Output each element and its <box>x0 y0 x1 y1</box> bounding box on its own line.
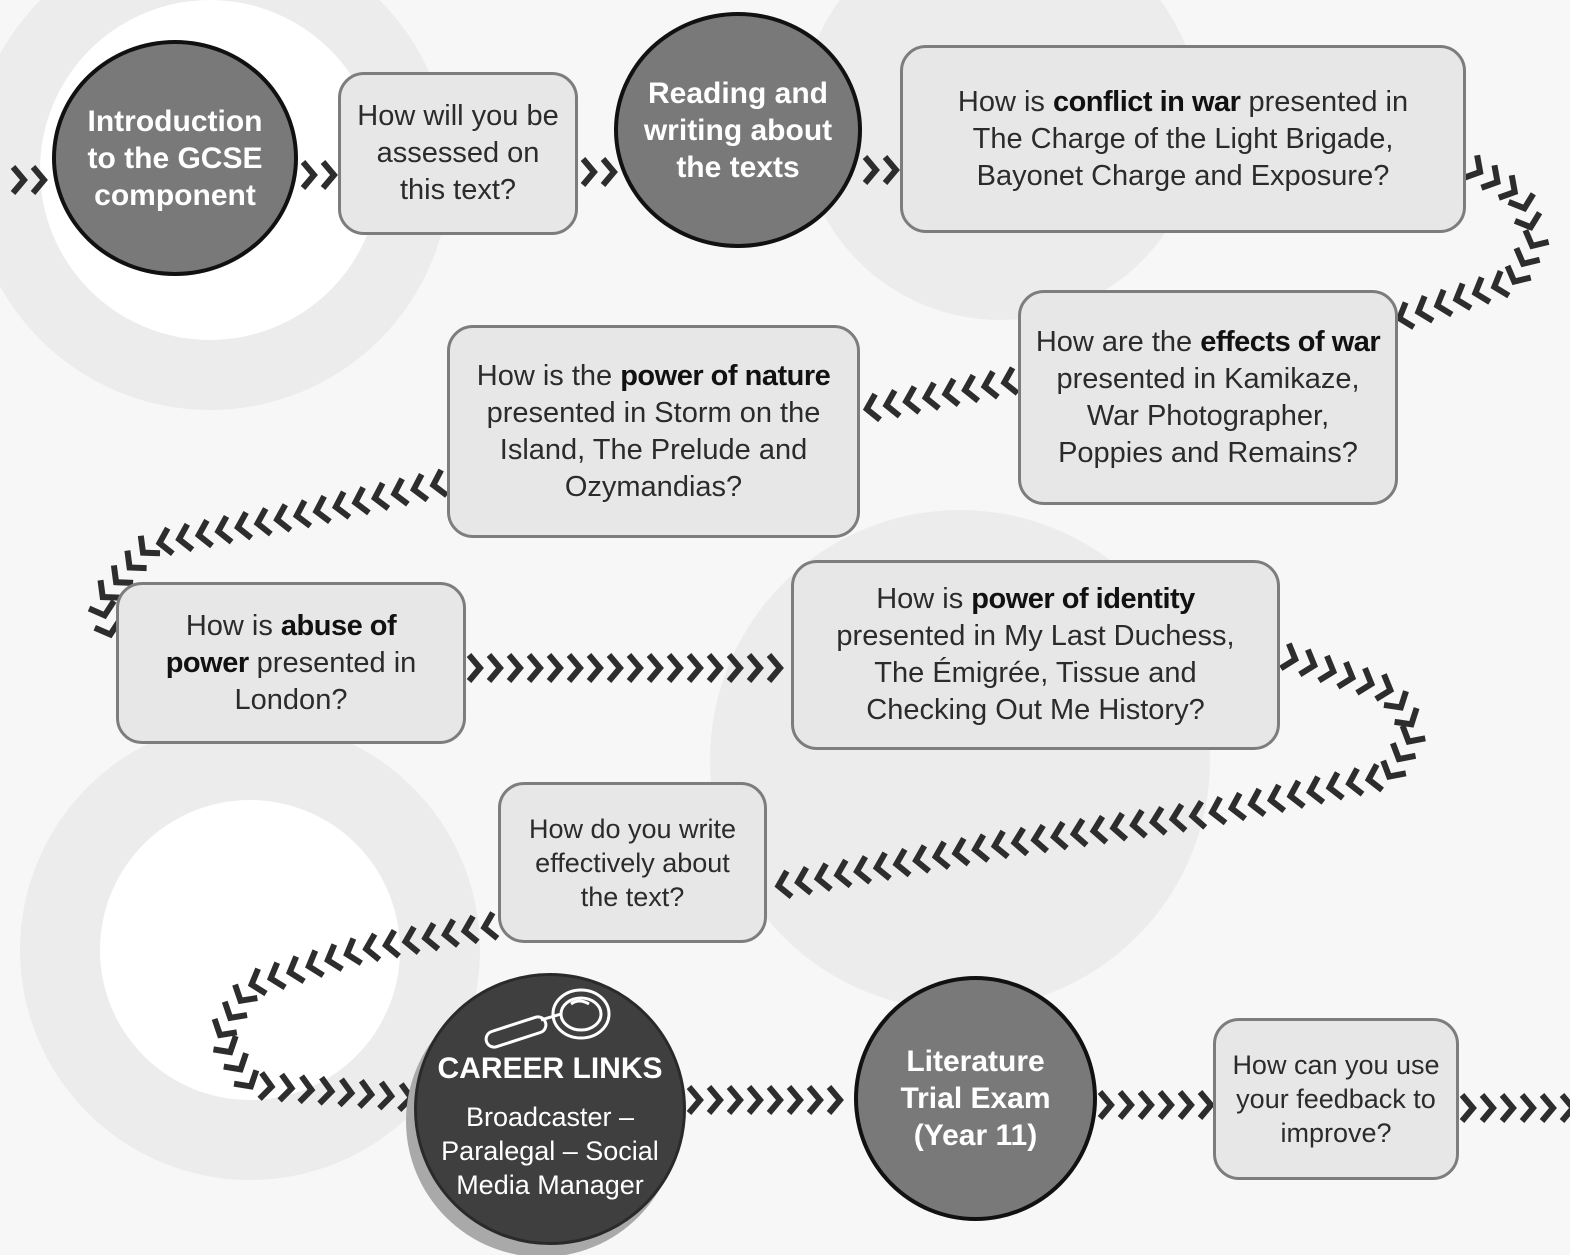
trial-exam-label: Literature Trial Exam (Year 11) <box>900 1045 1051 1152</box>
reading-node: Reading and writing about the texts <box>614 12 862 248</box>
conflict-in-war-label: How is conflict in war presented in The … <box>957 85 1409 192</box>
feedback-label: How can you use your feedback to improve… <box>1232 1050 1440 1148</box>
abuse-of-power-label: How is abuse of power presented in Londo… <box>165 609 417 716</box>
power-of-nature-label: How is the power of nature presented in … <box>476 359 831 503</box>
career-links-jobs: Broadcaster – Paralegal – Social Media M… <box>441 1102 659 1200</box>
assessment-node: How will you be assessed on this text? <box>338 72 578 235</box>
effects-of-war-label: How are the effects of war presented in … <box>1035 325 1381 469</box>
career-links-title: CAREER LINKS <box>437 1052 663 1085</box>
reading-label: Reading and writing about the texts <box>643 76 833 184</box>
power-of-identity-label: How is power of identity presented in My… <box>836 583 1235 726</box>
intro-node: Introduction to the GCSE component <box>52 40 298 276</box>
write-effectively-node: How do you write effectively about the t… <box>498 782 767 943</box>
feedback-node: How can you use your feedback to improve… <box>1213 1018 1459 1180</box>
power-of-nature-node: How is the power of nature presented in … <box>447 325 860 538</box>
intro-label: Introduction to the GCSE component <box>87 104 263 212</box>
write-effectively-label: How do you write effectively about the t… <box>528 813 737 912</box>
conflict-in-war-node: How is conflict in war presented in The … <box>900 45 1466 233</box>
trial-exam-node: Literature Trial Exam (Year 11) <box>854 976 1097 1221</box>
power-of-identity-node: How is power of identity presented in My… <box>791 560 1280 750</box>
effects-of-war-node: How are the effects of war presented in … <box>1018 290 1398 505</box>
abuse-of-power-node: How is abuse of power presented in Londo… <box>116 582 466 744</box>
assessment-label: How will you be assessed on this text? <box>357 100 559 206</box>
magnifying-glass-icon <box>484 988 611 1049</box>
career-links-node: CAREER LINKS Broadcaster – Paralegal – S… <box>414 973 686 1245</box>
